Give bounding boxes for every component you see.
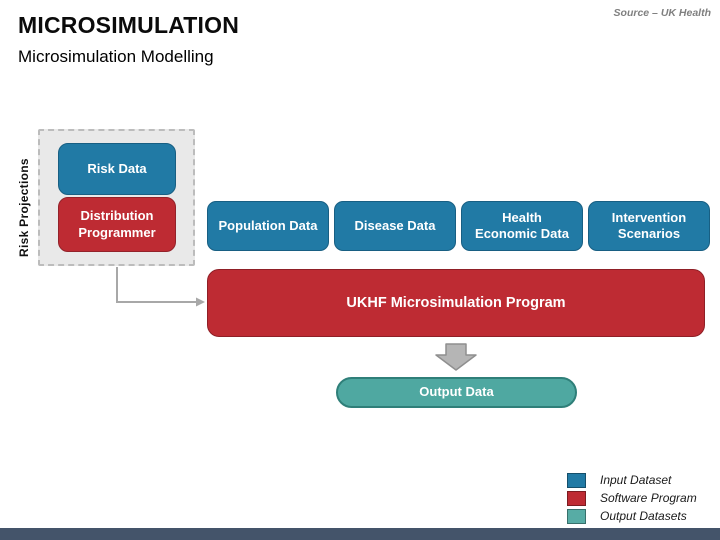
legend-label: Software Program (600, 491, 697, 505)
output-datasets-swatch (567, 508, 586, 524)
output-data-box: Output Data (336, 377, 577, 408)
risk-projections-label: Risk Projections (17, 158, 31, 258)
distribution-programmer-box: Distribution Programmer (58, 197, 176, 252)
input-box-health-economic-data: Health Economic Data (461, 201, 583, 251)
input-box-intervention-scenarios: Intervention Scenarios (588, 201, 710, 251)
legend-row-input-dataset: Input Dataset (567, 471, 697, 489)
ukhf-microsimulation-program-box: UKHF Microsimulation Program (207, 269, 705, 337)
legend-row-software-program: Software Program (567, 489, 697, 507)
footer-bar (0, 528, 720, 540)
software-program-swatch (567, 490, 586, 506)
legend-label: Output Datasets (600, 509, 687, 523)
source-note: Source – UK Health (613, 7, 711, 19)
input-dataset-swatch (567, 472, 586, 488)
down-arrow (435, 343, 477, 371)
legend-label: Input Dataset (600, 473, 672, 487)
legend: Input Dataset Software Program Output Da… (567, 471, 697, 525)
page-subtitle: Microsimulation Modelling (18, 47, 214, 66)
risk-data-box: Risk Data (58, 143, 176, 195)
page-title: MICROSIMULATION (18, 12, 240, 38)
input-box-disease-data: Disease Data (334, 201, 456, 251)
elbow-connector (116, 267, 205, 307)
input-box-population-data: Population Data (207, 201, 329, 251)
legend-row-output-datasets: Output Datasets (567, 507, 697, 525)
